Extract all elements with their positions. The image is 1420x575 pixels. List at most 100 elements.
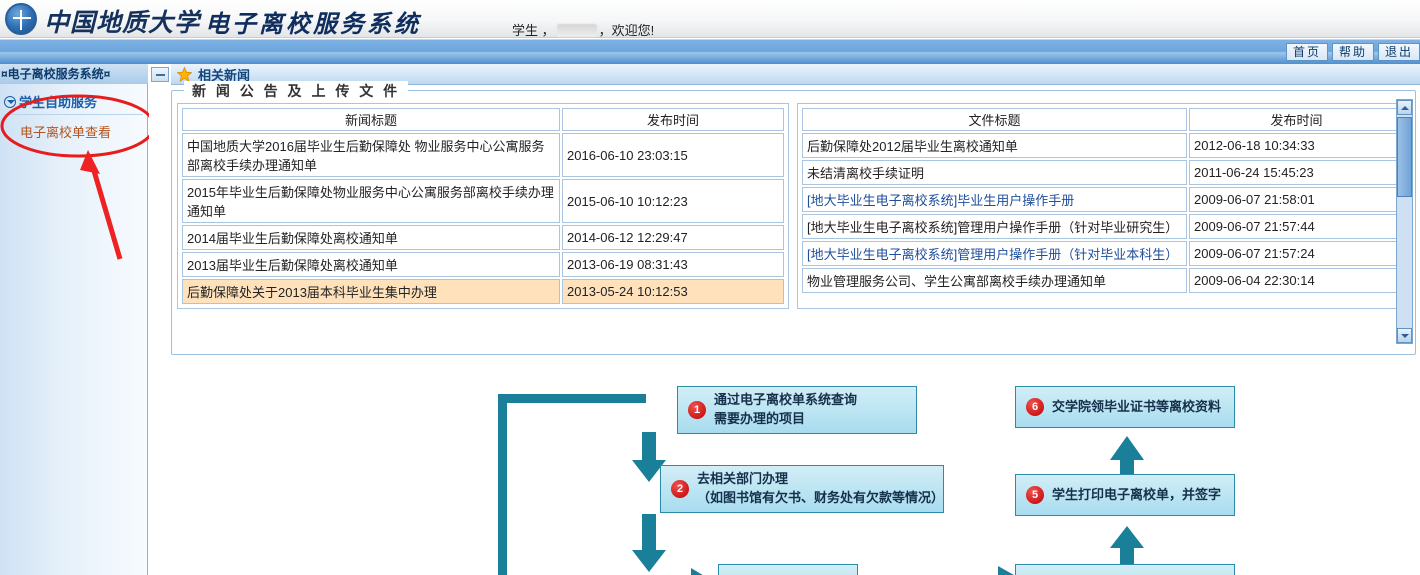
flow-step-6-text: 交学院领毕业证书等离校资料 bbox=[1052, 398, 1221, 417]
file-date-cell: 2009-06-07 21:57:24 bbox=[1189, 241, 1404, 266]
sidebar-section-label: 学生自助服务 bbox=[19, 95, 98, 110]
greeting-prefix: 学生 ， bbox=[512, 23, 555, 38]
scrollbar-thumb[interactable] bbox=[1397, 117, 1412, 197]
flow-step-2-line1: 去相关部门办理 bbox=[697, 471, 789, 487]
file-title-link[interactable]: [地大毕业生电子离校系统]管理用户操作手册（针对毕业本科生） bbox=[807, 247, 1179, 262]
news-title-cell[interactable]: 2013届毕业生后勤保障处离校通知单 bbox=[182, 252, 560, 277]
scroll-down-icon[interactable] bbox=[1397, 328, 1412, 343]
file-date-cell: 2012-06-18 10:34:33 bbox=[1189, 133, 1404, 158]
file-title-link[interactable]: 未结清离校手续证明 bbox=[807, 166, 925, 181]
file-title-cell[interactable]: [地大毕业生电子离校系统]毕业生用户操作手册 bbox=[802, 187, 1187, 212]
news-title-cell[interactable]: 2014届毕业生后勤保障处离校通知单 bbox=[182, 225, 560, 250]
tables-container: 新闻标题 发布时间 中国地质大学2016届毕业生后勤保障处 物业服务中心公寓服务… bbox=[177, 103, 1409, 309]
news-title-cell[interactable]: 后勤保障处关于2013届本科毕业生集中办理 bbox=[182, 279, 560, 304]
file-date-cell: 2009-06-07 21:58:01 bbox=[1189, 187, 1404, 212]
flow-step-5-text: 学生打印电子离校单，并签字 bbox=[1052, 486, 1221, 505]
news-title-link[interactable]: 2015年毕业生后勤保障处物业服务中心公寓服务部离校手续办理通知单 bbox=[187, 185, 554, 219]
news-title-link[interactable]: 后勤保障处关于2013届本科毕业生集中办理 bbox=[187, 285, 437, 300]
flow-step-1: 1 通过电子离校单系统查询 需要办理的项目 bbox=[677, 386, 917, 434]
file-date-cell: 2011-06-24 15:45:23 bbox=[1189, 160, 1404, 185]
flow-step-5-line1: 学生打印电子离校单，并签字 bbox=[1052, 486, 1222, 502]
main-content: 相关新闻 新 闻 公 告 及 上 传 文 件 新闻标题 发布时间 中国地质大学2… bbox=[149, 64, 1420, 575]
file-title-cell[interactable]: [地大毕业生电子离校系统]管理用户操作手册（针对毕业本科生） bbox=[802, 241, 1187, 266]
file-title-cell[interactable]: 未结清离校手续证明 bbox=[802, 160, 1187, 185]
file-title-link[interactable]: [地大毕业生电子离校系统]管理用户操作手册（针对毕业研究生） bbox=[807, 220, 1179, 235]
flow-step-3: 3 部门审核通过 bbox=[718, 564, 858, 575]
table-row[interactable]: [地大毕业生电子离校系统]毕业生用户操作手册 2009-06-07 21:58:0… bbox=[802, 187, 1404, 212]
file-title-cell[interactable]: 物业管理服务公司、学生公寓部离校手续办理通知单 bbox=[802, 268, 1187, 293]
flow-step-6-number: 6 bbox=[1026, 398, 1044, 416]
table-row[interactable]: 物业管理服务公司、学生公寓部离校手续办理通知单 2009-06-04 22:30:… bbox=[802, 268, 1404, 293]
nav-button-group: 首页 帮助 退出 bbox=[1285, 43, 1420, 61]
flow-step-1-line1: 通过电子离校单系统查询 bbox=[714, 392, 858, 408]
panel-header: 相关新闻 bbox=[171, 64, 1420, 85]
connector-1-to-2 bbox=[632, 432, 666, 482]
news-table: 新闻标题 发布时间 中国地质大学2016届毕业生后勤保障处 物业服务中心公寓服务… bbox=[180, 106, 786, 306]
table-row[interactable]: 2014届毕业生后勤保障处离校通知单 2014-06-12 12:29:47 bbox=[182, 225, 784, 250]
sidebar-section-student-services[interactable]: 学生自助服务 bbox=[0, 92, 147, 111]
table-row[interactable]: 未结清离校手续证明 2011-06-24 15:45:23 bbox=[802, 160, 1404, 185]
news-title-link[interactable]: 中国地质大学2016届毕业生后勤保障处 物业服务中心公寓服务部离校手续办理通知单 bbox=[187, 139, 545, 173]
greeting-suffix: ，欢迎您! bbox=[598, 23, 655, 38]
fieldset-legend: 新 闻 公 告 及 上 传 文 件 bbox=[184, 81, 409, 101]
university-name: 中国地质大学 bbox=[44, 10, 201, 37]
sidebar-collapse-button[interactable] bbox=[151, 67, 169, 82]
file-title-link[interactable]: [地大毕业生电子离校系统]毕业生用户操作手册 bbox=[807, 193, 1075, 208]
news-title-cell[interactable]: 2015年毕业生后勤保障处物业服务中心公寓服务部离校手续办理通知单 bbox=[182, 179, 560, 223]
user-greeting: 学生 ， ，欢迎您! bbox=[512, 20, 654, 39]
file-date-cell: 2009-06-07 21:57:44 bbox=[1189, 214, 1404, 239]
news-table-body: 中国地质大学2016届毕业生后勤保障处 物业服务中心公寓服务部离校手续办理通知单… bbox=[182, 133, 784, 304]
flow-connectors bbox=[498, 394, 1144, 575]
table-row[interactable]: 后勤保障处2012届毕业生离校通知单 2012-06-18 10:34:33 bbox=[802, 133, 1404, 158]
flow-step-2-line2: （如图书馆有欠书、财务处有欠款等情况） bbox=[697, 490, 945, 505]
file-title-cell[interactable]: 后勤保障处2012届毕业生离校通知单 bbox=[802, 133, 1187, 158]
panel-header-title: 相关新闻 bbox=[198, 67, 251, 83]
table-row[interactable]: [地大毕业生电子离校系统]管理用户操作手册（针对毕业研究生） 2009-06-07… bbox=[802, 214, 1404, 239]
news-date-cell: 2013-05-24 10:12:53 bbox=[562, 279, 784, 304]
news-title-cell[interactable]: 中国地质大学2016届毕业生后勤保障处 物业服务中心公寓服务部离校手续办理通知单 bbox=[182, 133, 560, 177]
flow-step-6-line1: 交学院领毕业证书等离校资料 bbox=[1052, 398, 1222, 414]
connector-3-to-4 bbox=[998, 566, 1014, 575]
flow-step-1-line2: 需要办理的项目 bbox=[714, 411, 806, 426]
file-table: 文件标题 发布时间 后勤保障处2012届毕业生离校通知单 2012-06-18 1… bbox=[800, 106, 1406, 295]
file-table-header-row: 文件标题 发布时间 bbox=[802, 108, 1404, 131]
content-scrollbar[interactable] bbox=[1396, 99, 1413, 344]
flow-step-1-text: 通过电子离校单系统查询 需要办理的项目 bbox=[714, 391, 857, 429]
university-seal-icon bbox=[5, 3, 37, 35]
system-title: 电子离校服务系统 bbox=[205, 12, 421, 38]
table-row[interactable]: [地大毕业生电子离校系统]管理用户操作手册（针对毕业本科生） 2009-06-07… bbox=[802, 241, 1404, 266]
file-title-link[interactable]: 物业管理服务公司、学生公寓部离校手续办理通知单 bbox=[807, 274, 1107, 289]
file-title-link[interactable]: 后勤保障处2012届毕业生离校通知单 bbox=[807, 139, 1018, 154]
scroll-up-icon[interactable] bbox=[1397, 100, 1412, 115]
table-row[interactable]: 后勤保障处关于2013届本科毕业生集中办理 2013-05-24 10:12:53 bbox=[182, 279, 784, 304]
news-table-box: 新闻标题 发布时间 中国地质大学2016届毕业生后勤保障处 物业服务中心公寓服务… bbox=[177, 103, 789, 309]
news-title-link[interactable]: 2014届毕业生后勤保障处离校通知单 bbox=[187, 231, 398, 246]
flow-step-4: 4 学院终审，网上确认 bbox=[1015, 564, 1235, 575]
nav-button-help[interactable]: 帮助 bbox=[1331, 43, 1374, 61]
file-col-date: 发布时间 bbox=[1189, 108, 1404, 131]
news-date-cell: 2014-06-12 12:29:47 bbox=[562, 225, 784, 250]
news-title-link[interactable]: 2013届毕业生后勤保障处离校通知单 bbox=[187, 258, 398, 273]
app-header: 中国地质大学 电子离校服务系统 学生 ， ，欢迎您! bbox=[0, 0, 1420, 38]
connector-2-to-3 bbox=[632, 514, 666, 572]
file-title-cell[interactable]: [地大毕业生电子离校系统]管理用户操作手册（针对毕业研究生） bbox=[802, 214, 1187, 239]
flow-step-6: 6 交学院领毕业证书等离校资料 bbox=[1015, 386, 1235, 428]
news-date-cell: 2016-06-10 23:03:15 bbox=[562, 133, 784, 177]
flow-step-5: 5 学生打印电子离校单，并签字 bbox=[1015, 474, 1235, 516]
process-flowchart: 1 通过电子离校单系统查询 需要办理的项目 2 去相关部门办理 （如图书馆有欠书… bbox=[298, 364, 1420, 575]
table-row[interactable]: 中国地质大学2016届毕业生后勤保障处 物业服务中心公寓服务部离校手续办理通知单… bbox=[182, 133, 784, 177]
news-fieldset: 新 闻 公 告 及 上 传 文 件 新闻标题 发布时间 中国地质大学2016届毕… bbox=[171, 81, 1416, 355]
sidebar-item-view-clearance-form[interactable]: 电子离校单查看 bbox=[20, 125, 112, 140]
sidebar-title: ¤电子离校服务系统¤ bbox=[0, 64, 148, 84]
sidebar: ¤电子离校服务系统¤ 学生自助服务 电子离校单查看 bbox=[0, 64, 148, 575]
chevron-down-icon bbox=[4, 95, 16, 108]
connector-4-to-5 bbox=[1110, 526, 1144, 570]
nav-button-home[interactable]: 首页 bbox=[1285, 43, 1328, 61]
news-date-cell: 2015-06-10 10:12:23 bbox=[562, 179, 784, 223]
flow-step-2: 2 去相关部门办理 （如图书馆有欠书、财务处有欠款等情况） bbox=[660, 465, 944, 513]
file-date-cell: 2009-06-04 22:30:14 bbox=[1189, 268, 1404, 293]
nav-button-logout[interactable]: 退出 bbox=[1377, 43, 1420, 61]
